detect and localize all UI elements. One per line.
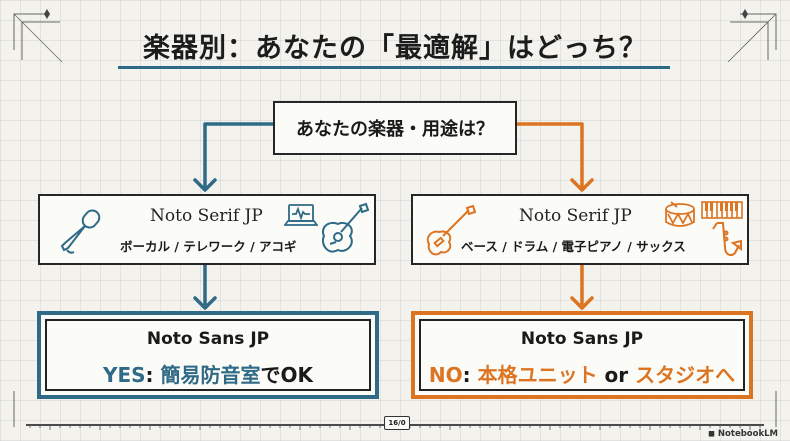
instrument-list-right: ベース / ドラム / 電子ピアノ / サックス (461, 239, 686, 254)
instrument-list-left: ボーカル / テレワーク / アコギ (120, 239, 297, 254)
serif-loud-box: Noto Serif JP ベース / ドラム / 電子ピアノ / サックス (411, 194, 749, 265)
question-box: あなたの楽器・用途は？ (273, 101, 517, 155)
bass-guitar-icon (426, 204, 477, 256)
serif-font-label-right: Noto Serif JP (519, 206, 632, 226)
result-box-yes: Noto Sans JP YES: 簡易防音室でOK (37, 311, 379, 399)
laptop-icon (284, 204, 318, 226)
no-highlight: 本格ユニット (477, 363, 598, 387)
keyboard-icon (701, 201, 743, 219)
title-underline (118, 66, 670, 69)
yes-separator: : (145, 363, 161, 387)
notebooklm-icon: ◼ (707, 429, 718, 439)
drum-icon (665, 201, 695, 227)
serif-quiet-box: Noto Serif JP ボーカル / テレワーク / アコギ (38, 194, 376, 265)
saxophone-icon (712, 222, 742, 256)
no-highlight-2: スタジオ (635, 363, 716, 387)
result-line-no: NO: 本格ユニット or スタジオへ (415, 359, 749, 388)
page-number: 16/0 (384, 416, 410, 430)
microphone-icon (60, 209, 101, 254)
result-font-label-right: Noto Sans JP (520, 329, 644, 349)
arrow-question-to-right (517, 122, 584, 188)
no-tag: NO (428, 363, 463, 387)
result-font-label-left: Noto Sans JP (146, 329, 270, 349)
result-box-no: Noto Sans JP NO: 本格ユニット or スタジオへ (411, 311, 753, 399)
arrow-question-to-left (203, 122, 273, 188)
no-tail: へ (715, 363, 736, 387)
yes-highlight: 簡易防音室 (160, 363, 261, 387)
serif-font-label-left: Noto Serif JP (150, 206, 263, 226)
page-title: 楽器別：あなたの「最適解」はどっち？ (143, 33, 647, 64)
no-mid: or (597, 363, 636, 387)
notebooklm-brand: ◼ NotebookLM (707, 429, 778, 439)
yes-tag: YES (102, 363, 146, 387)
yes-tail: でOK (260, 363, 314, 387)
no-separator: : (462, 363, 478, 387)
result-line-yes: YES: 簡易防音室でOK (41, 359, 375, 388)
acoustic-guitar-icon (322, 202, 370, 253)
question-text: あなたの楽器・用途は？ (296, 119, 494, 140)
